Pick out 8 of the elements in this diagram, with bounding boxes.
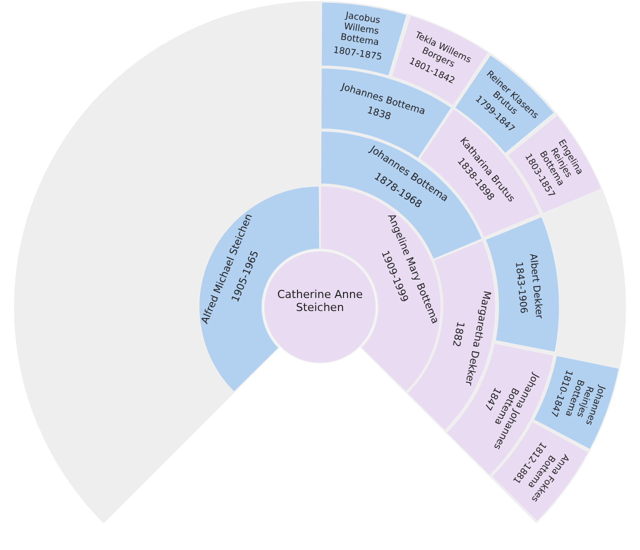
person-name: Jacobus Willems Bottema bbox=[340, 10, 381, 48]
life-dates: 1882 bbox=[448, 320, 466, 350]
life-dates: 1843-1906 bbox=[511, 260, 530, 316]
life-dates: 1807-1875 bbox=[331, 45, 384, 66]
person-name: Albert Dekker bbox=[526, 252, 546, 321]
fan-segment bbox=[320, 1, 409, 78]
center-circle bbox=[263, 250, 377, 364]
person-name: Catherine Anne Steichen bbox=[276, 288, 364, 314]
